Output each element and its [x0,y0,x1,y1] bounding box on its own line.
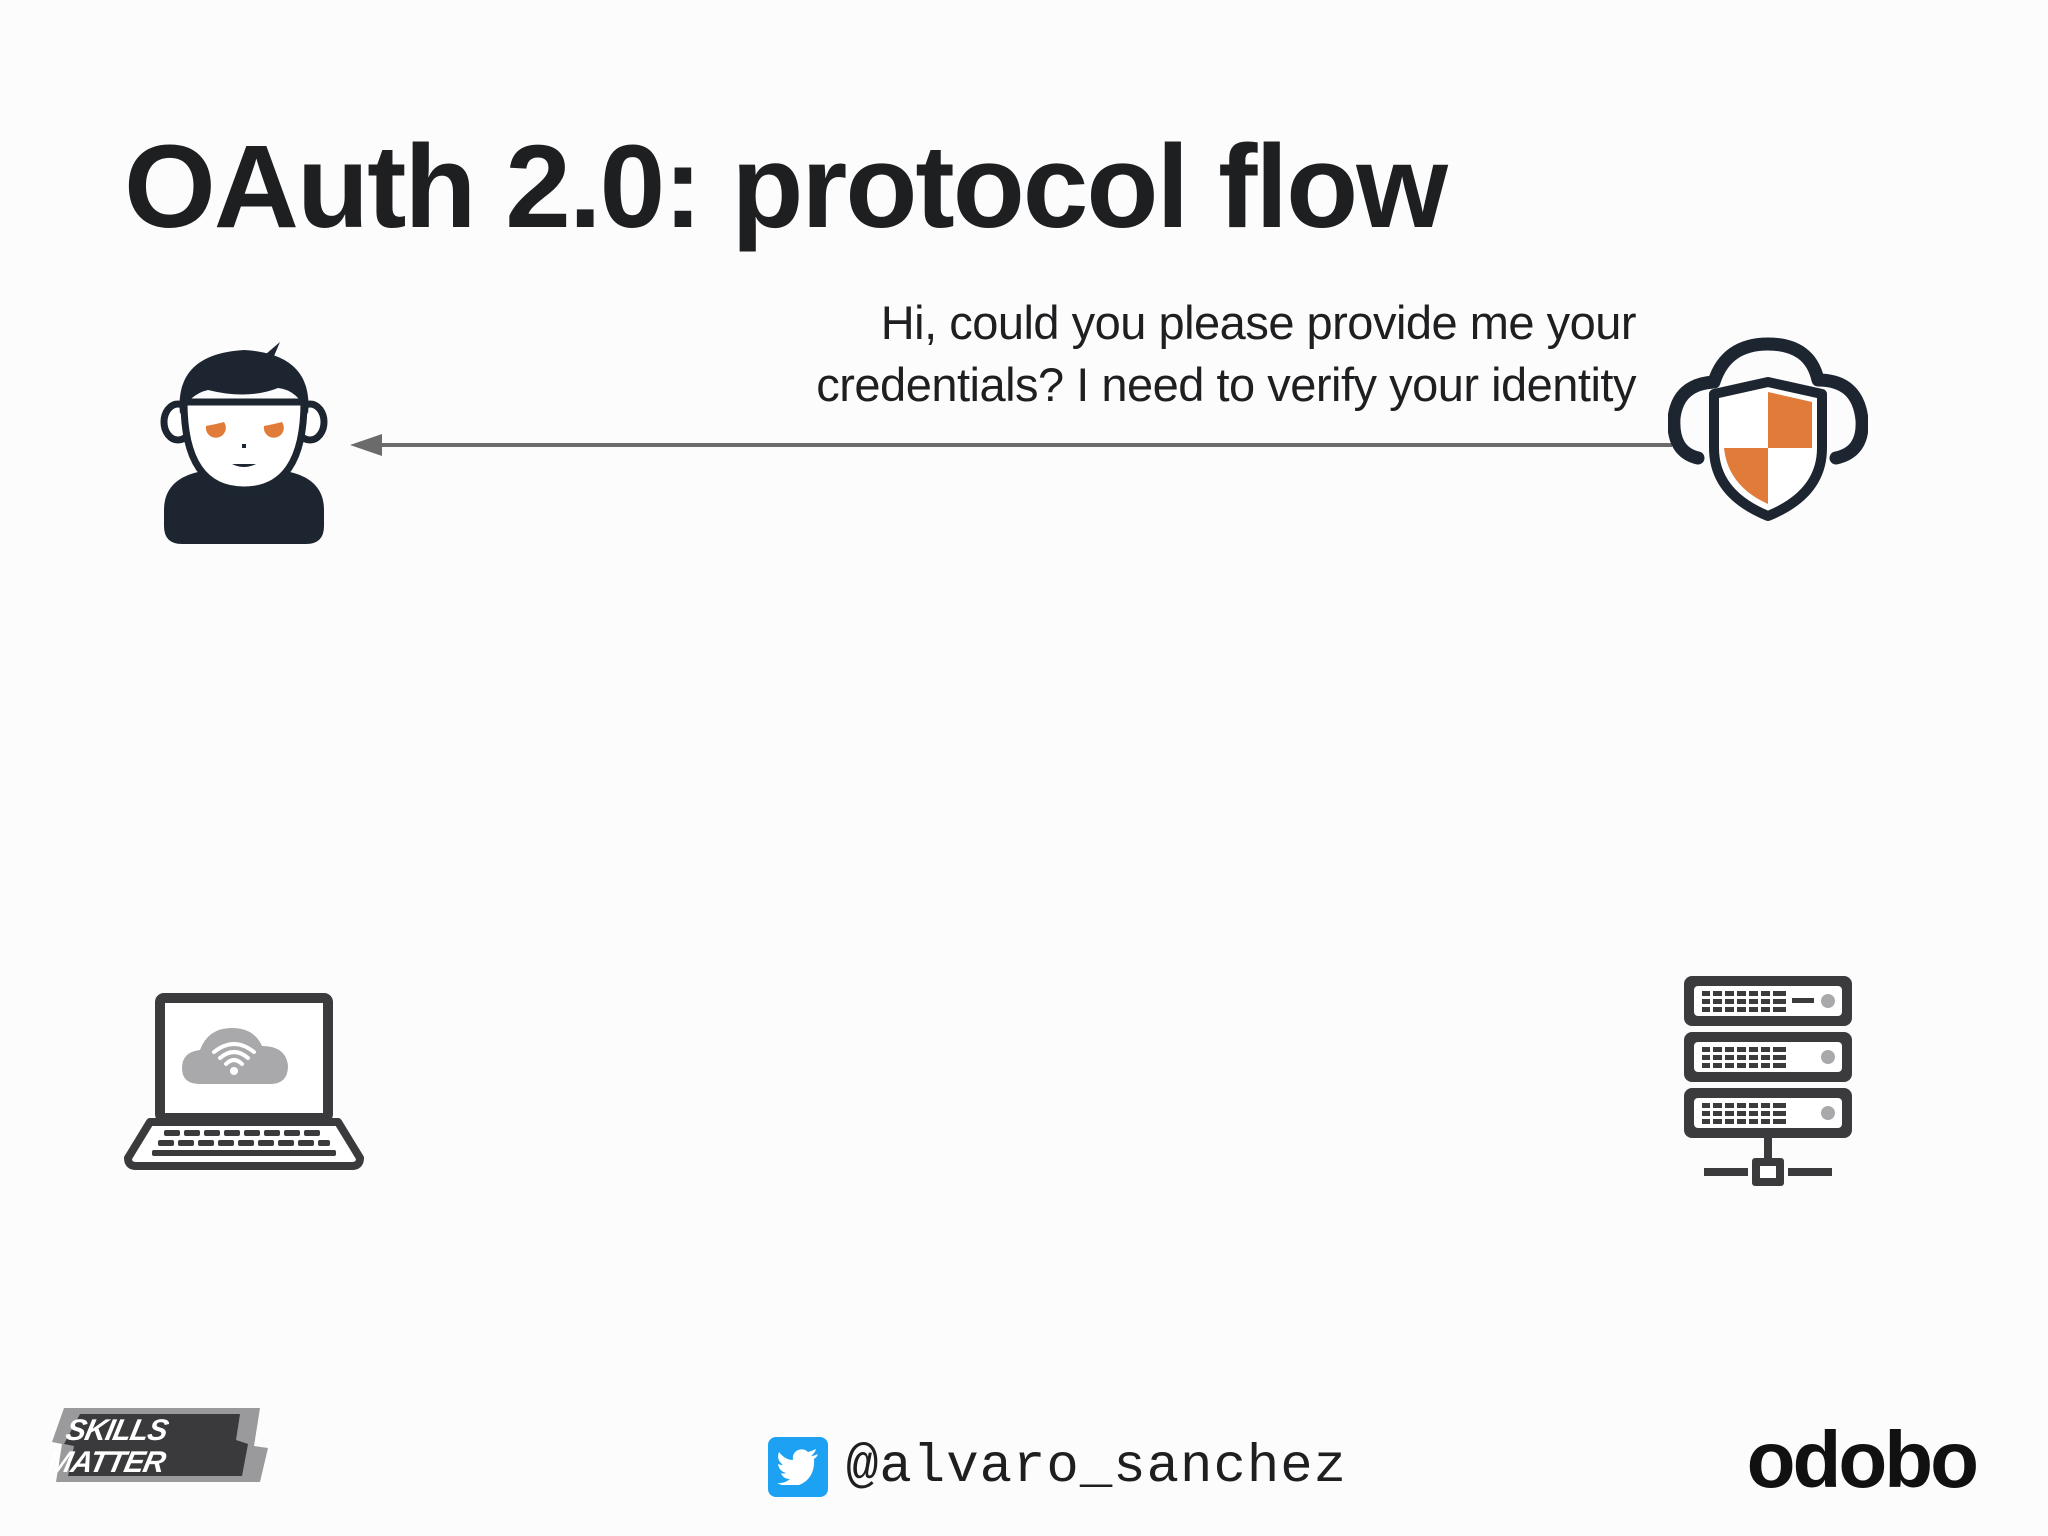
skills-matter-logo: SKILLS MATTER [50,1408,268,1482]
svg-text:SKILLS: SKILLS [63,1414,171,1447]
server-rack-icon [1684,976,1852,1186]
twitter-bird-icon [768,1437,828,1497]
flow-message-line-2: credentials? I need to verify your ident… [816,358,1636,411]
odobo-logo: odobo [1746,1415,1979,1504]
laptop-cloud-icon [124,993,364,1170]
svg-text:MATTER: MATTER [50,1446,169,1479]
slide-title: OAuth 2.0: protocol flow [124,121,1448,253]
user-icon [160,342,328,544]
twitter-handle-text: @alvaro_sanchez [846,1436,1348,1498]
shield-cloud-icon [1668,337,1868,521]
flow-message: Hi, could you please provide me your cre… [636,292,1636,416]
twitter-handle[interactable]: @alvaro_sanchez [768,1436,1347,1498]
flow-message-line-1: Hi, could you please provide me your [880,296,1637,349]
flow-arrow [350,434,1672,456]
